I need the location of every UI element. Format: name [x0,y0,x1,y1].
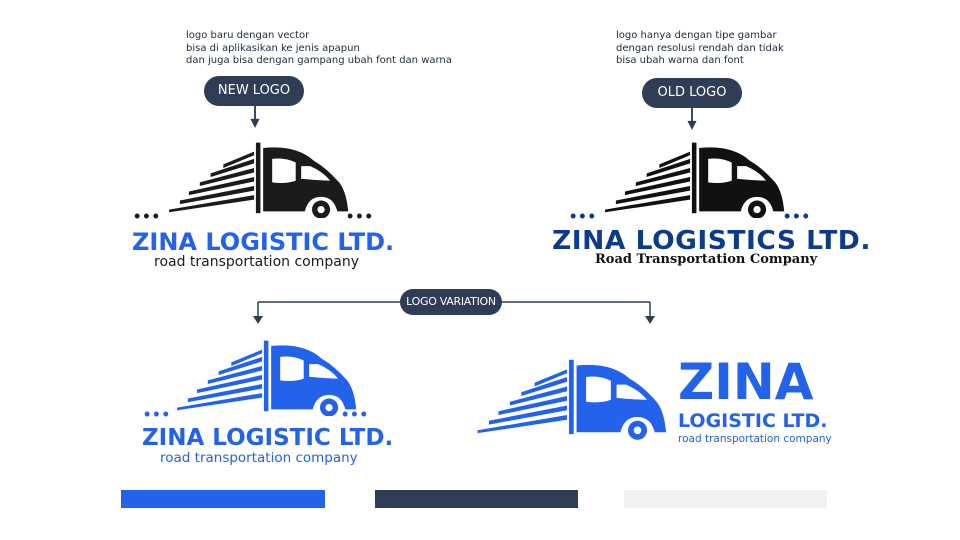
dots-icon: ••• [134,206,162,226]
swatch-dark-navy [375,490,578,508]
variation-horizontal-subtitle: road transportation company [678,433,832,445]
truck-icon [160,136,350,218]
old-logo-subtitle: Road Transportation Company [595,252,818,267]
new-logo-pill: NEW LOGO [204,76,304,106]
old-logo-title: ZINA LOGISTICS LTD. [552,226,871,256]
logo-variation-pill: LOGO VARIATION [400,289,502,315]
variation-horizontal-title-small: LOGISTIC LTD. [678,410,828,432]
swatch-light-gray [624,490,827,508]
old-logo-note: logo hanya dengan tipe gambar dengan res… [616,30,784,66]
variation-connector [253,301,655,324]
dots-icon: ••• [347,206,375,226]
old-logo-pill: OLD LOGO [642,78,742,108]
variation-stacked-subtitle: road transportation company [160,450,358,466]
new-logo-subtitle: road transportation company [154,254,359,270]
variation-stacked-title: ZINA LOGISTIC LTD. [142,425,394,451]
dots-icon: ••• [570,206,598,226]
swatch-brand-blue [121,490,325,508]
truck-icon [468,352,668,440]
arrow-down-icon [687,108,697,130]
dots-icon: ••• [784,206,812,226]
truck-icon [168,334,358,416]
variation-horizontal-title-big: ZINA [678,353,814,411]
new-logo-note: logo baru dengan vector bisa di aplikasi… [186,30,452,66]
truck-icon [596,136,786,218]
arrow-down-icon [250,106,260,128]
dots-icon: ••• [144,404,172,424]
new-logo-title: ZINA LOGISTIC LTD. [132,228,395,256]
dots-icon: ••• [342,404,370,424]
